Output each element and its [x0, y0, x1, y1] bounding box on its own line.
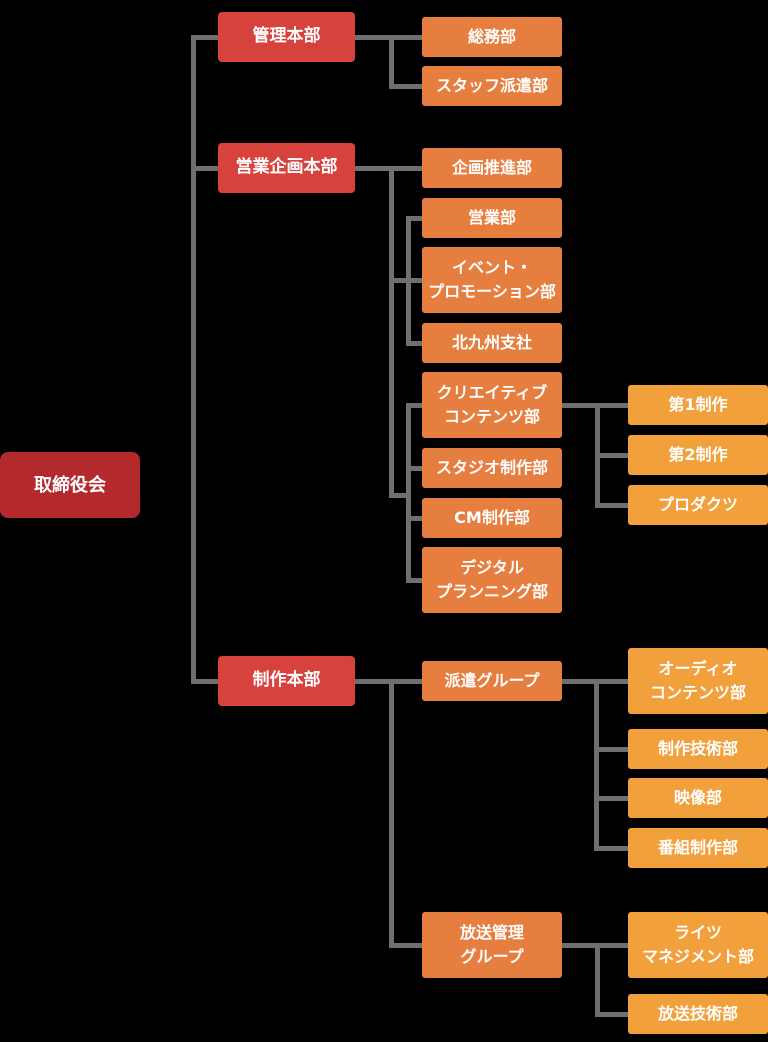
- node-production1-team: 第1制作: [628, 385, 768, 425]
- node-program-production-dept: 番組制作部: [628, 828, 768, 868]
- node-production-technology-dept: 制作技術部: [628, 729, 768, 769]
- connector-line: [406, 578, 422, 583]
- node-sales-planning-division: 営業企画本部: [218, 143, 355, 193]
- node-cm-production-dept: CM制作部: [422, 498, 562, 538]
- connector-line: [594, 796, 628, 801]
- connector-line: [355, 166, 422, 171]
- connector-line: [595, 503, 628, 508]
- node-board: 取締役会: [0, 452, 140, 518]
- connector-line: [389, 943, 422, 948]
- node-dispatch-group: 派遣グループ: [422, 661, 562, 701]
- connector-line: [406, 466, 422, 471]
- connector-line: [406, 403, 411, 583]
- node-admin-division: 管理本部: [218, 12, 355, 62]
- connector-line: [389, 84, 422, 89]
- connector-line: [191, 35, 196, 683]
- node-rights-management-dept: ライツ マネジメント部: [628, 912, 768, 978]
- connector-line: [389, 35, 394, 89]
- connector-line: [594, 679, 599, 851]
- connector-line: [355, 35, 422, 40]
- connector-line: [355, 679, 422, 684]
- node-creative-contents-dept: クリエイティブ コンテンツ部: [422, 372, 562, 438]
- connector-line: [389, 493, 410, 498]
- node-studio-production-dept: スタジオ制作部: [422, 448, 562, 488]
- node-video-dept: 映像部: [628, 778, 768, 818]
- connector-line: [191, 679, 218, 684]
- node-broadcast-management-group: 放送管理 グループ: [422, 912, 562, 978]
- node-audio-contents-dept: オーディオ コンテンツ部: [628, 648, 768, 714]
- node-kitakyushu-branch: 北九州支社: [422, 323, 562, 363]
- connector-line: [406, 216, 422, 221]
- connector-line: [595, 1012, 628, 1017]
- connector-line: [389, 166, 394, 498]
- connector-line: [595, 943, 600, 1017]
- node-products-team: プロダクツ: [628, 485, 768, 525]
- connector-line: [594, 846, 628, 851]
- node-digital-planning-dept: デジタル プランニング部: [422, 547, 562, 613]
- node-planning-promotion-dept: 企画推進部: [422, 148, 562, 188]
- node-event-promotion-dept: イベント・ プロモーション部: [422, 247, 562, 313]
- connector-line: [191, 35, 218, 40]
- connector-line: [191, 166, 218, 171]
- connector-line: [594, 747, 628, 752]
- node-sales-dept: 営業部: [422, 198, 562, 238]
- node-staff-dispatch-dept: スタッフ派遣部: [422, 66, 562, 106]
- node-general-affairs-dept: 総務部: [422, 17, 562, 57]
- connector-line: [389, 278, 422, 283]
- node-production2-team: 第2制作: [628, 435, 768, 475]
- node-production-division: 制作本部: [218, 656, 355, 706]
- node-broadcast-technology-dept: 放送技術部: [628, 994, 768, 1034]
- connector-line: [406, 403, 422, 408]
- connector-line: [595, 453, 628, 458]
- connector-line: [389, 679, 394, 948]
- connector-line: [406, 516, 422, 521]
- connector-line: [406, 341, 422, 346]
